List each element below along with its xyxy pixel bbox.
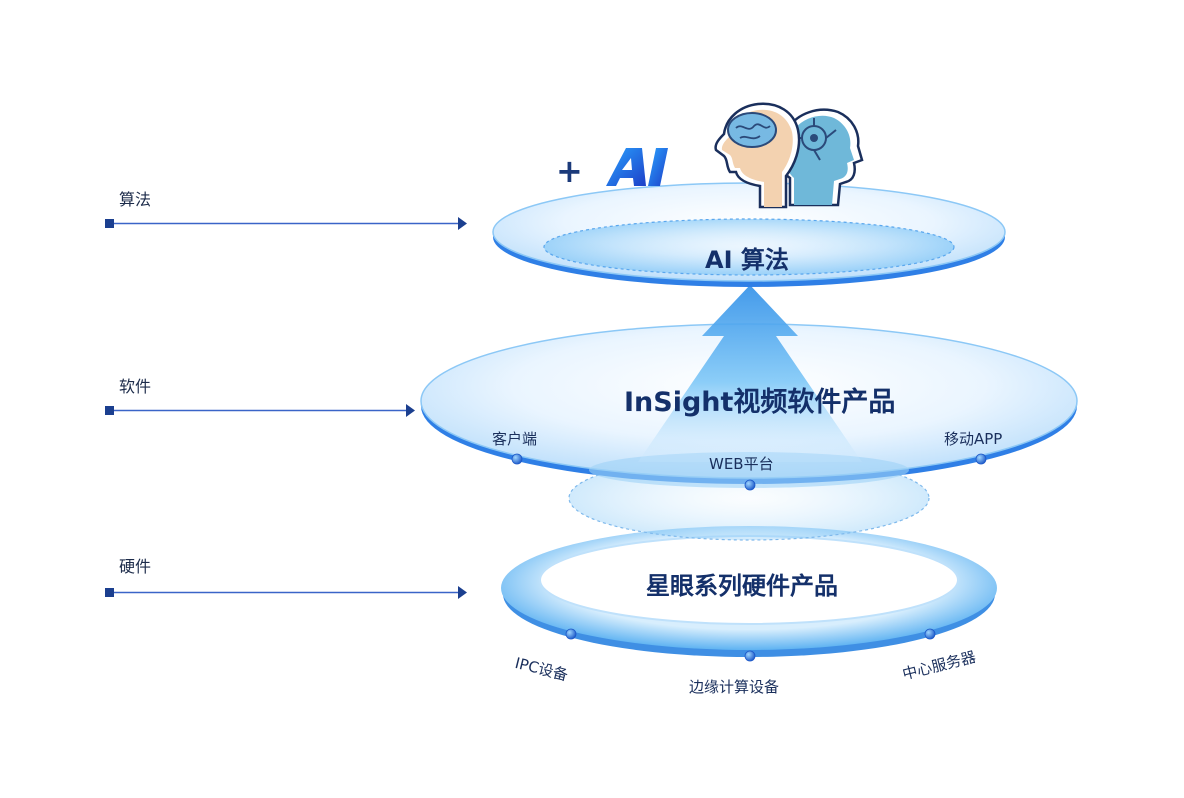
side-label-hardware: 硬件 — [119, 557, 152, 576]
node-dots — [511, 453, 987, 662]
hardware-item-edge: 边缘计算设备 — [689, 678, 780, 696]
software-item-client: 客户端 — [492, 430, 538, 448]
side-arrow-algorithm — [105, 217, 467, 230]
upward-arrow — [638, 285, 862, 462]
software-title: InSight视频软件产品 — [624, 387, 896, 418]
software-item-mobile: 移动APP — [944, 430, 1003, 448]
algorithm-title: AI 算法 — [705, 246, 789, 274]
ai-brain-heads-icon — [714, 102, 864, 209]
side-arrow-software — [105, 404, 415, 417]
hardware-title: 星眼系列硬件产品 — [646, 572, 838, 600]
plus-sign: + — [556, 152, 583, 190]
side-label-software: 软件 — [119, 377, 152, 396]
side-label-algorithm: 算法 — [119, 190, 152, 209]
software-item-web: WEB平台 — [709, 455, 774, 473]
ai-badge-icon — [606, 148, 668, 186]
side-arrow-hardware — [105, 586, 467, 599]
hardware-ring — [501, 526, 997, 657]
